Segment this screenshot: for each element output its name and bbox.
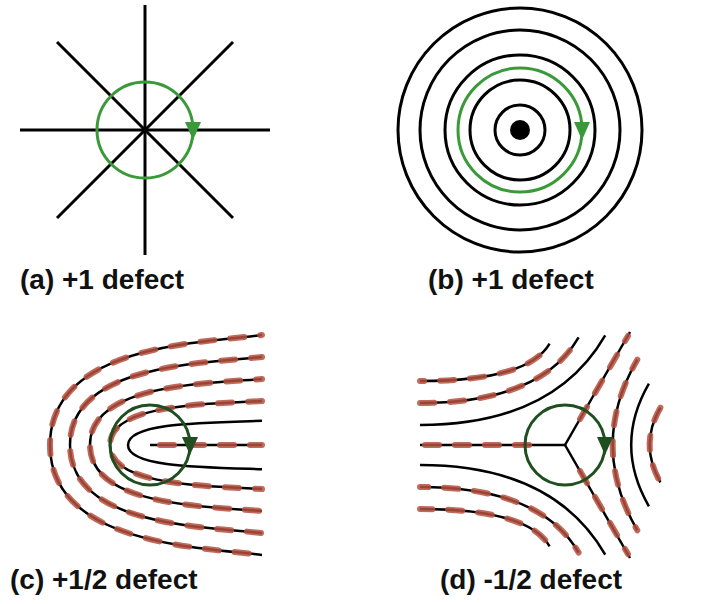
director-dashes [420,336,660,554]
radial-defect [20,5,270,255]
negative-half-defect-lines [420,332,660,558]
circulation-loop [525,405,613,485]
panel-label: (a) +1 defect [20,263,184,297]
panel-label: (c) +1/2 defect [10,563,198,597]
panel-label: (d) -1/2 defect [440,563,622,597]
panel-label: (b) +1 defect [428,263,594,297]
circulation-loop [110,405,198,485]
circular-defect [398,8,642,252]
circulation-loop [458,68,590,192]
circulation-loop [97,82,201,178]
half-defect-lines [50,335,262,555]
director-dashes [50,335,262,555]
defect-core [510,120,530,140]
